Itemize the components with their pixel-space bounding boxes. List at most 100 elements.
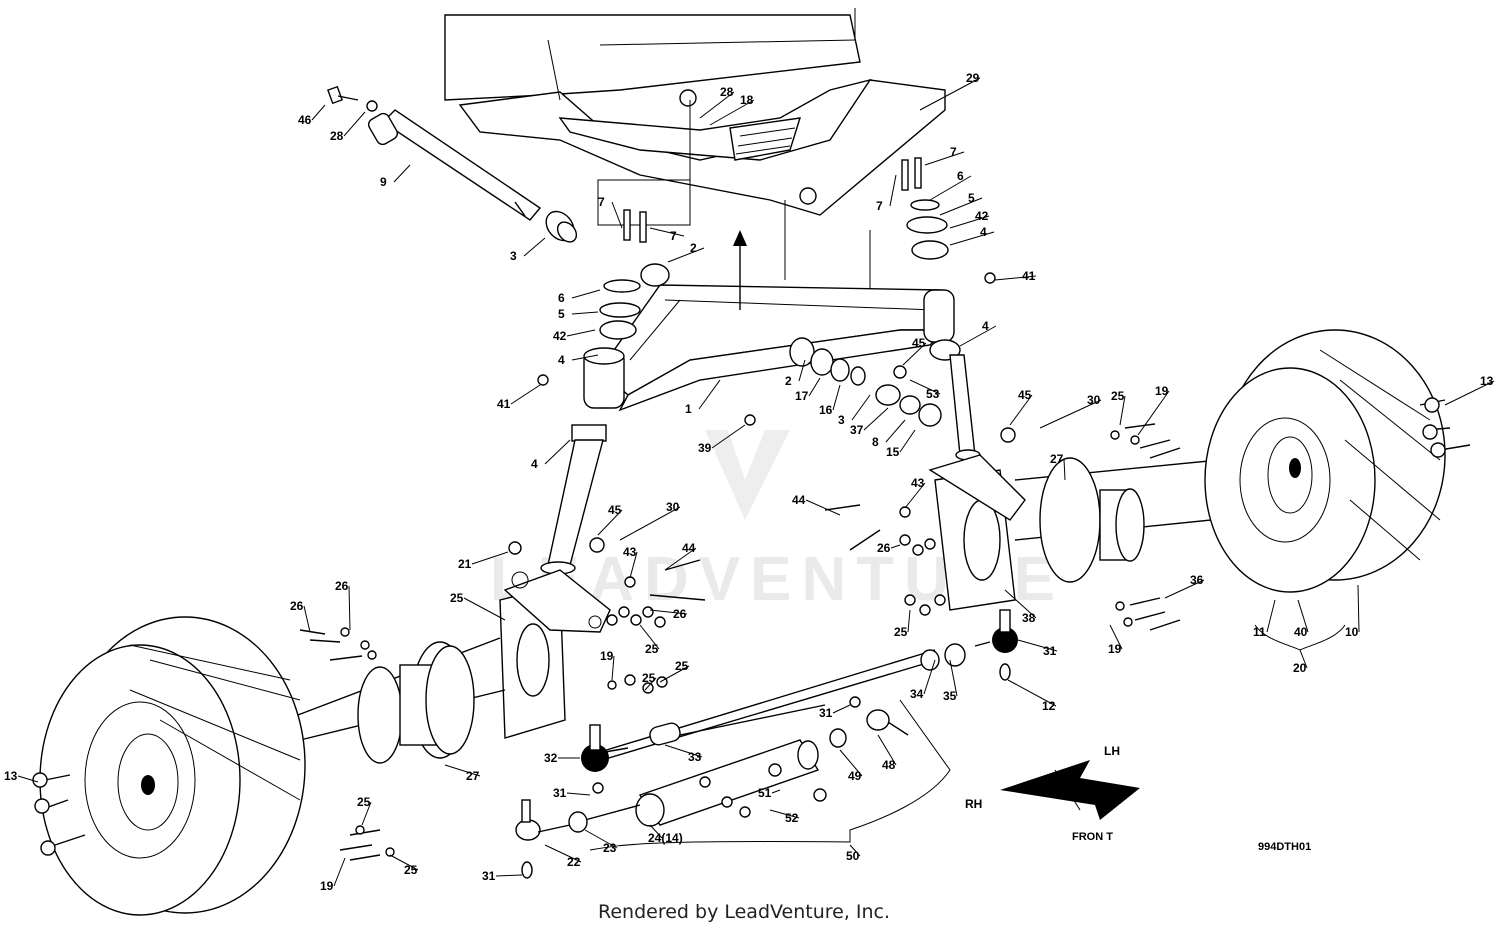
callout-leader-line xyxy=(619,506,681,541)
callout-leader-line xyxy=(839,749,863,777)
callout-leader-line xyxy=(1039,399,1102,429)
callout-number: 19 xyxy=(1155,384,1169,398)
callout-number: 25 xyxy=(450,591,464,605)
callout-number: 42 xyxy=(975,209,989,223)
callout-number: 4 xyxy=(531,457,538,471)
pivot-pin-part-9 xyxy=(367,109,542,221)
callout-leader-line xyxy=(904,482,926,509)
callout-number: 4 xyxy=(558,353,565,367)
callout-leader-line xyxy=(544,844,582,863)
label-rh: RH xyxy=(965,797,982,811)
callout-leader-line xyxy=(798,359,806,382)
callout-leader-line xyxy=(902,342,927,366)
callout-number: 39 xyxy=(698,441,712,455)
group-bracket-part-50 xyxy=(589,699,951,851)
callout-leader-line xyxy=(698,379,721,410)
callout-number: 30 xyxy=(1087,393,1101,407)
callout-leader-line xyxy=(885,419,906,443)
callout-leader-line xyxy=(907,609,911,633)
callout-number: 49 xyxy=(848,769,862,783)
callout-leader-line xyxy=(1004,589,1037,619)
callout-leader-line xyxy=(849,844,861,857)
spindle-stack-right xyxy=(901,157,961,361)
callout-number: 38 xyxy=(1022,611,1036,625)
callout-leader-line xyxy=(664,744,703,758)
callout-number: 45 xyxy=(608,503,622,517)
callout-leader-line xyxy=(311,104,326,121)
callout-leader-line xyxy=(611,201,623,229)
callout-number: 13 xyxy=(1480,374,1494,388)
callout-leader-line xyxy=(1009,394,1033,426)
callout-number: 50 xyxy=(846,849,860,863)
callout-number: 5 xyxy=(968,191,975,205)
callout-leader-line xyxy=(711,424,746,449)
callout-number: 35 xyxy=(943,689,957,703)
callout-leader-line xyxy=(584,829,618,849)
callout-number: 7 xyxy=(598,195,605,209)
callout-number: 5 xyxy=(558,307,565,321)
callout-number: 26 xyxy=(877,541,891,555)
callout-number: 7 xyxy=(950,145,957,159)
callout-number: 51 xyxy=(758,786,772,800)
callout-number: 31 xyxy=(1043,644,1057,658)
callout-number: 4 xyxy=(980,225,987,239)
callout-number: 31 xyxy=(482,869,496,883)
callout-number: 25 xyxy=(675,659,689,673)
callout-leader-line xyxy=(444,764,481,777)
callout-leader-line xyxy=(899,429,916,453)
bushing-part-3-top xyxy=(545,210,578,243)
callout-leader-line xyxy=(889,174,897,207)
callout-number: 28 xyxy=(720,85,734,99)
callout-leader-line xyxy=(566,329,596,337)
callout-leader-line xyxy=(571,311,599,315)
spindle-stack-left xyxy=(599,209,670,340)
callout-leader-line xyxy=(919,77,981,111)
rod-end-part-22 xyxy=(515,799,571,879)
callout-number: 48 xyxy=(882,758,896,772)
callout-leader-line xyxy=(639,624,660,650)
callout-leader-line xyxy=(771,789,781,794)
callout-number: 42 xyxy=(553,329,567,343)
ball-joint-part-36 xyxy=(974,609,1018,681)
callout-number: 18 xyxy=(740,93,754,107)
callout-leader-line xyxy=(877,734,897,766)
callout-number: 36 xyxy=(1190,573,1204,587)
callout-number: 28 xyxy=(330,129,344,143)
callout-number: 13 xyxy=(4,769,18,783)
callout-leader-line xyxy=(949,231,995,246)
callout-leader-line xyxy=(566,792,591,796)
callout-leader-line xyxy=(348,585,351,631)
callout-leader-line xyxy=(832,384,841,411)
callout-leader-line xyxy=(1017,639,1058,652)
tire-left xyxy=(39,616,306,916)
render-credit: Rendered by LeadVenture, Inc. xyxy=(598,901,890,923)
callout-number: 21 xyxy=(458,557,472,571)
spindle-bracket-part-38 xyxy=(928,454,1026,611)
callout-leader-line xyxy=(523,237,546,257)
callout-leader-line xyxy=(1164,579,1205,599)
callout-leader-line xyxy=(923,659,936,695)
callout-number: 46 xyxy=(298,113,312,127)
callout-number: 32 xyxy=(544,751,558,765)
steering-cylinder-part-24 xyxy=(568,704,826,833)
callout-number: 31 xyxy=(819,706,833,720)
callout-leader-line xyxy=(471,551,509,565)
callout-number: 7 xyxy=(876,199,883,213)
callout-number: 25 xyxy=(1111,389,1125,403)
callout-number: 25 xyxy=(357,795,371,809)
callout-leader-line xyxy=(909,379,941,395)
callout-number: 3 xyxy=(838,413,845,427)
callout-number: 52 xyxy=(785,811,799,825)
callout-leader-line xyxy=(667,247,705,263)
watermark-logo-icon xyxy=(705,430,790,520)
callout-leader-line xyxy=(17,775,39,783)
callout-leader-line xyxy=(949,215,990,229)
callout-leader-line xyxy=(510,384,541,405)
pivot-hardware-center xyxy=(789,337,942,427)
callout-number: 43 xyxy=(623,545,637,559)
callout-number: 10 xyxy=(1345,625,1359,639)
hub-assembly-left-part-27 xyxy=(289,637,506,764)
callout-leader-line xyxy=(303,605,311,633)
callout-leader-line xyxy=(343,111,366,137)
